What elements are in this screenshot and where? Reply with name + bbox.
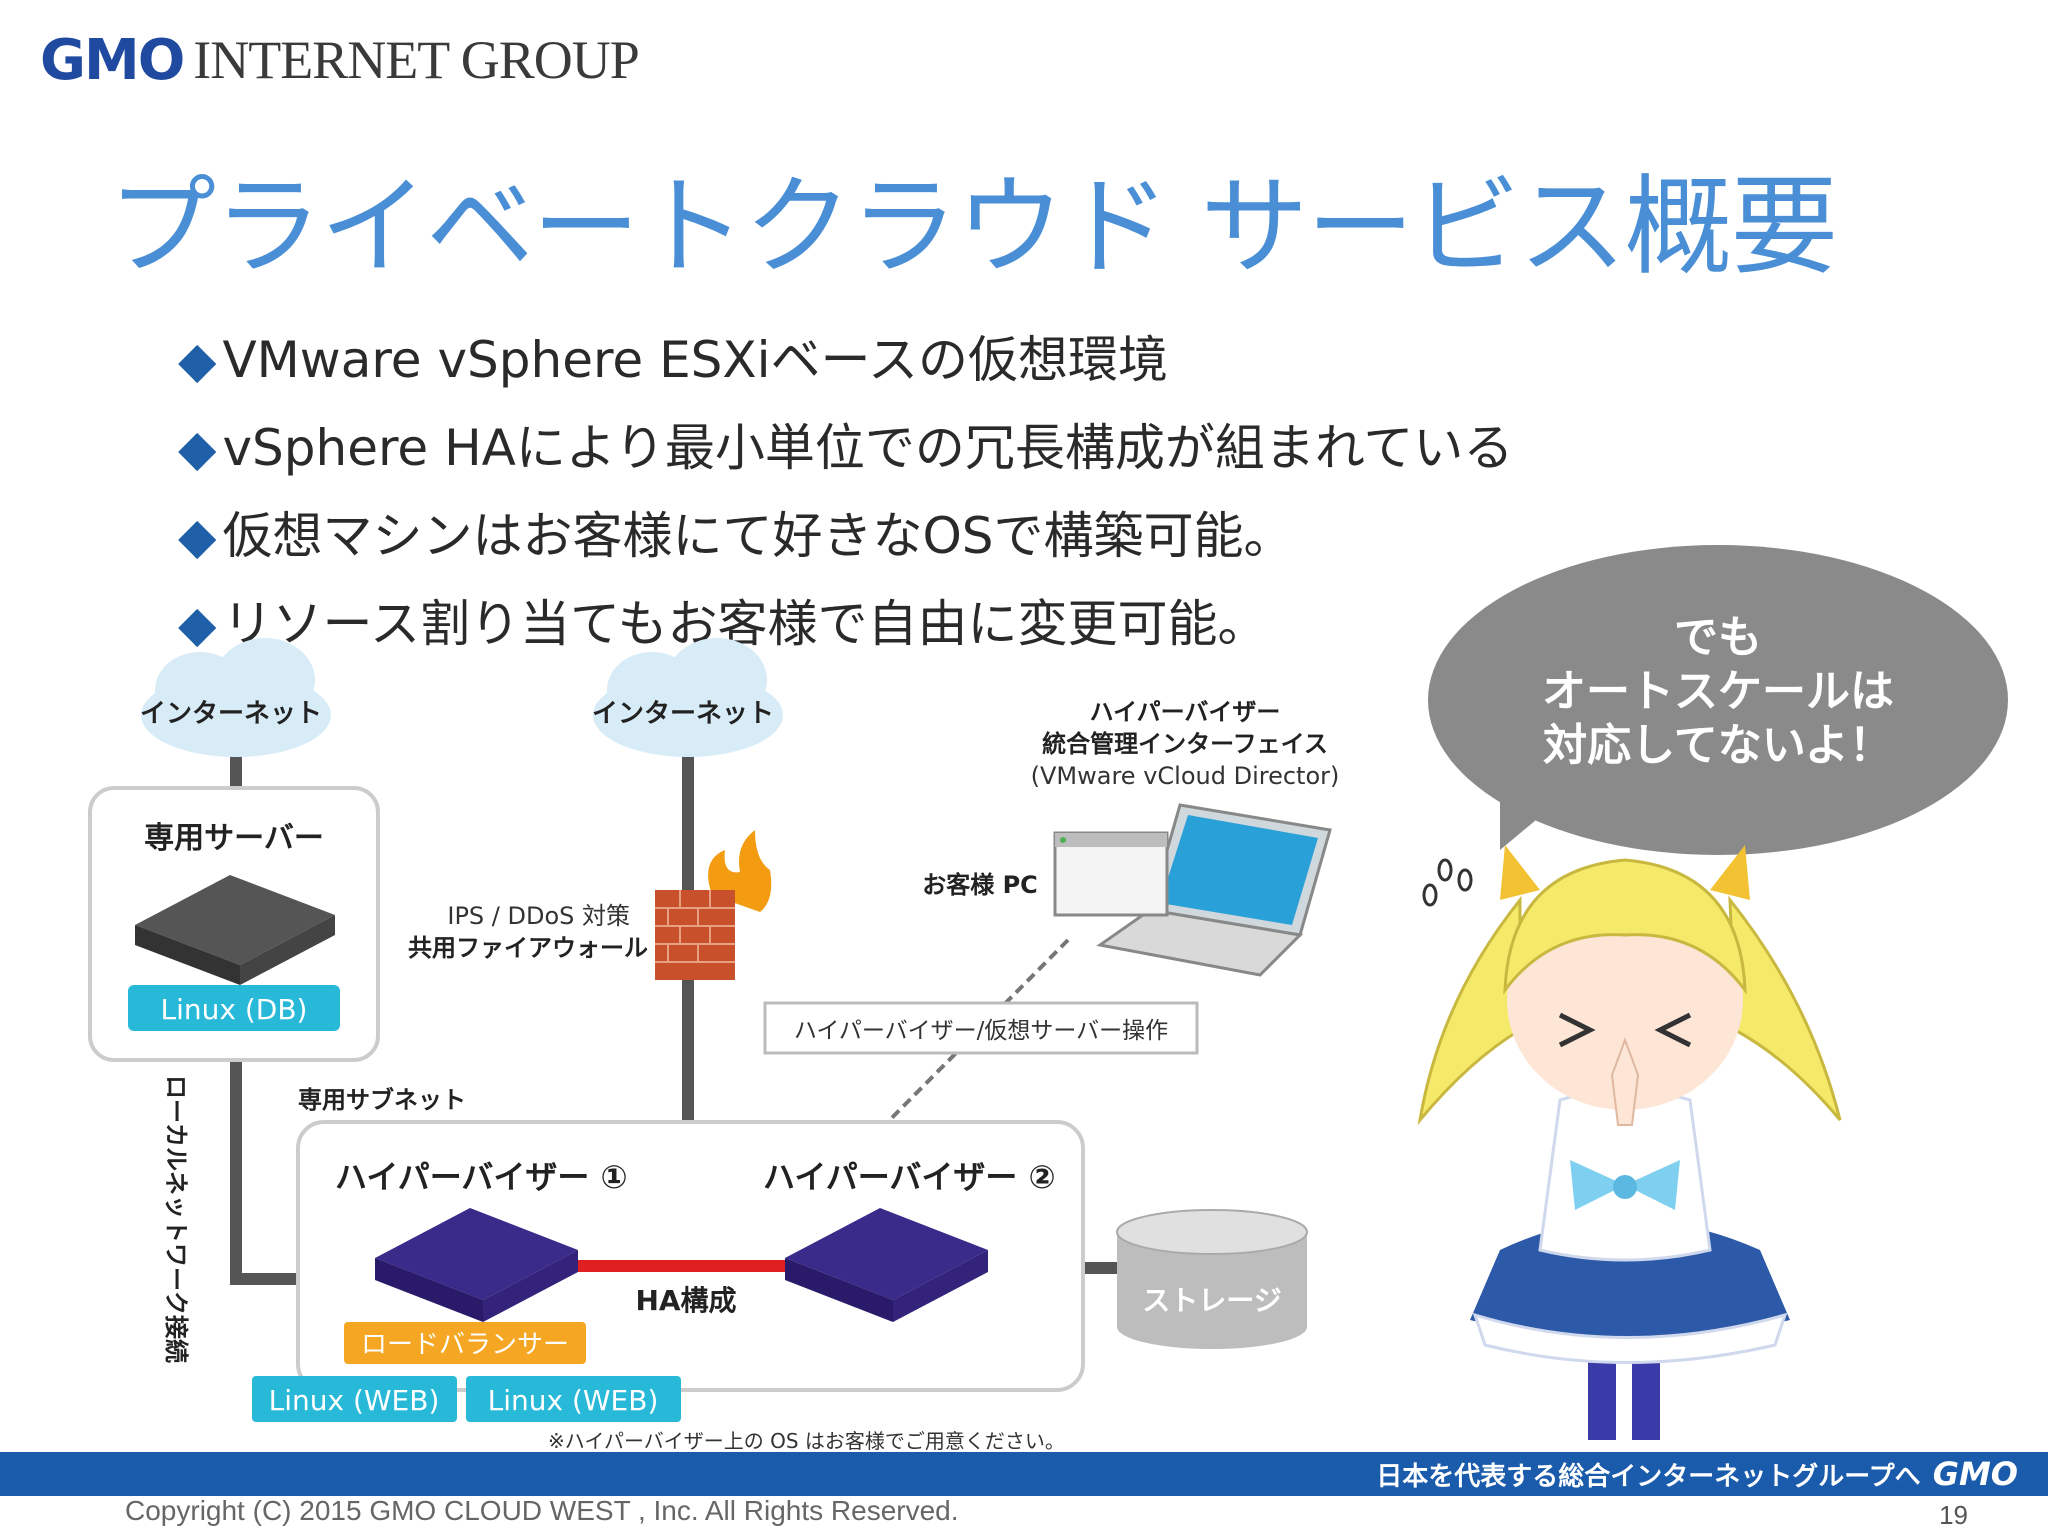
bullet-item: ◆VMware vSphere ESXiベースの仮想環境 bbox=[178, 320, 1168, 392]
diamond-bullet-icon: ◆ bbox=[178, 331, 217, 389]
footer-tagline: 日本を代表する総合インターネットグループへ GMO bbox=[1376, 1455, 2018, 1493]
diagram-note: ※ハイパーバイザー上の OS はお客様でご用意ください。 bbox=[548, 1429, 1065, 1453]
hv-ui-label-1: ハイパーバイザー bbox=[1090, 698, 1281, 726]
cloud-icon-left bbox=[141, 638, 331, 757]
bubble-line-2: オートスケールは bbox=[1542, 666, 1894, 717]
firewall-icon bbox=[655, 830, 772, 980]
bullet-text: VMware vSphere ESXiベースの仮想環境 bbox=[222, 331, 1169, 389]
linux-web-label-1: Linux (WEB) bbox=[269, 1384, 440, 1417]
linux-web-badge-2 bbox=[466, 1376, 681, 1422]
footer-bar bbox=[0, 1452, 2048, 1496]
laptop-icon bbox=[1096, 803, 1332, 977]
bubble-line-1: でも bbox=[1674, 612, 1762, 663]
diamond-bullet-icon: ◆ bbox=[178, 595, 217, 653]
linux-web-badge-1 bbox=[252, 1376, 457, 1422]
browser-window-icon bbox=[1053, 831, 1169, 917]
load-balancer-badge bbox=[344, 1322, 586, 1364]
operation-label: ハイパーバイザー/仮想サーバー操作 bbox=[794, 1018, 1168, 1044]
firewall-label-1: IPS / DDoS 対策 bbox=[447, 902, 630, 930]
server-icon bbox=[135, 875, 335, 985]
speech-bubble bbox=[1428, 545, 2008, 855]
line-cloud-server bbox=[230, 755, 242, 790]
load-balancer-label: ロードバランサー bbox=[361, 1330, 569, 1360]
storage-label: ストレージ bbox=[1142, 1284, 1281, 1317]
cloud-label-left: インターネット bbox=[140, 699, 322, 729]
linux-web-label-2: Linux (WEB) bbox=[488, 1384, 659, 1417]
bullet-item: ◆vSphere HAにより最小単位での冗長構成が組まれている bbox=[178, 408, 1513, 480]
cloud-icon-right bbox=[593, 638, 783, 757]
subnet-label: 専用サブネット bbox=[298, 1086, 466, 1114]
bullet-text: 仮想マシンはお客様にて好きなOSで構築可能。 bbox=[222, 507, 1294, 565]
mascot-character bbox=[1417, 845, 1842, 1440]
page-number: 19 bbox=[1939, 1500, 1968, 1530]
diamond-bullet-icon: ◆ bbox=[178, 419, 217, 477]
storage-icon bbox=[1116, 1209, 1308, 1349]
linux-db-label: Linux (DB) bbox=[161, 993, 308, 1026]
logo-gmo: GMO bbox=[40, 27, 185, 93]
company-logo: GMO INTERNET GROUP bbox=[40, 27, 640, 93]
bullet-item: ◆仮想マシンはお客様にて好きなOSで構築可能。 bbox=[178, 496, 1294, 568]
footer-tagline-text: 日本を代表する総合インターネットグループへ bbox=[1376, 1461, 1921, 1492]
hypervisor-2-server-icon bbox=[785, 1208, 988, 1322]
diamond-bullet-icon: ◆ bbox=[178, 507, 217, 565]
bubble-line-3: 対応してないよ！ bbox=[1543, 720, 1893, 771]
bullet-text: vSphere HAにより最小単位での冗長構成が組まれている bbox=[222, 419, 1514, 477]
customer-pc-label: お客様 PC bbox=[922, 871, 1038, 899]
slide-title: プライベートクラウド サービス概要 bbox=[108, 165, 1838, 290]
logo-internet-group: INTERNET GROUP bbox=[193, 30, 640, 90]
firewall-label-2: 共用ファイアウォール bbox=[408, 934, 648, 962]
hypervisor-1-server-icon bbox=[375, 1208, 578, 1322]
hv-ui-label-2: 統合管理インターフェイス bbox=[1042, 730, 1328, 758]
local-network-label: ローカルネットワーク接続 bbox=[162, 1075, 190, 1363]
bullet-text: リソース割り当てもお客様で自由に変更可能。 bbox=[222, 595, 1268, 653]
linux-db-badge bbox=[128, 985, 340, 1031]
ha-link-line bbox=[560, 1260, 790, 1272]
dedicated-server-label: 専用サーバー bbox=[144, 821, 324, 856]
cloud-label-right: インターネット bbox=[592, 699, 774, 729]
operation-box bbox=[763, 1001, 1199, 1055]
footer-gmo-logo: GMO bbox=[1932, 1455, 2018, 1493]
hypervisor-1-label: ハイパーバイザー ① bbox=[335, 1158, 628, 1196]
line-local-network bbox=[230, 1060, 242, 1285]
hypervisor-2-label: ハイパーバイザー ② bbox=[763, 1158, 1056, 1196]
bullet-item: ◆リソース割り当てもお客様で自由に変更可能。 bbox=[178, 584, 1267, 656]
hv-ui-label-3: (VMware vCloud Director) bbox=[1031, 762, 1340, 790]
copyright: Copyright (C) 2015 GMO CLOUD WEST , Inc.… bbox=[125, 1495, 959, 1526]
ha-label: HA構成 bbox=[635, 1284, 736, 1317]
